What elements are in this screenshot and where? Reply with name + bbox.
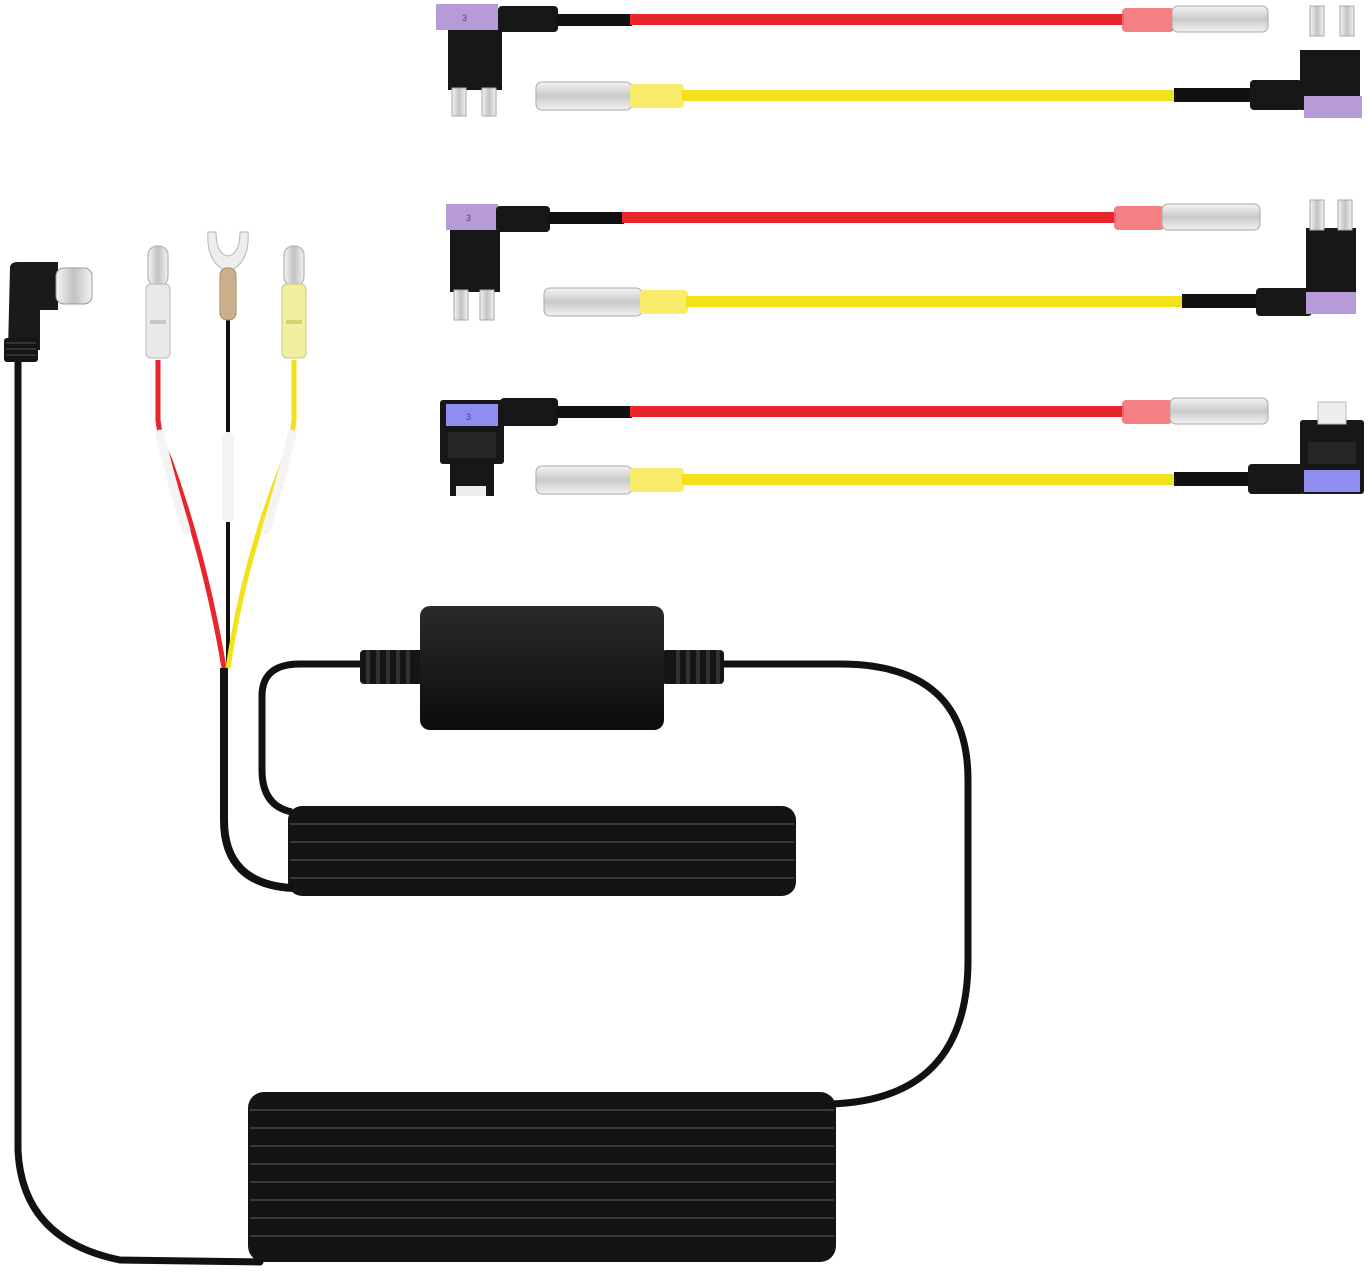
wire-bundle-sheath — [220, 668, 293, 892]
bullet-connector-icon — [281, 245, 307, 359]
input-cable-coil — [288, 806, 796, 896]
svg-text:3: 3 — [466, 412, 471, 422]
power-wires — [155, 320, 297, 669]
svg-text:3: 3 — [466, 213, 471, 223]
svg-text:3: 3 — [462, 13, 467, 23]
fuse-tap-mini: 3 — [436, 4, 1362, 118]
converter-box-icon — [360, 606, 724, 730]
fuse-tap-low-profile: 3 — [446, 199, 1356, 321]
converter-output-cable — [720, 660, 972, 1108]
converter-input-cable — [258, 660, 360, 816]
spade-terminal-icon — [207, 231, 249, 321]
fuse-tap-micro: 3 — [440, 397, 1364, 496]
main-cable-coil — [248, 1092, 836, 1262]
usb-c-cable — [14, 356, 264, 1266]
bullet-connector-icon — [145, 245, 171, 359]
usb-c-plug-icon — [4, 262, 93, 362]
